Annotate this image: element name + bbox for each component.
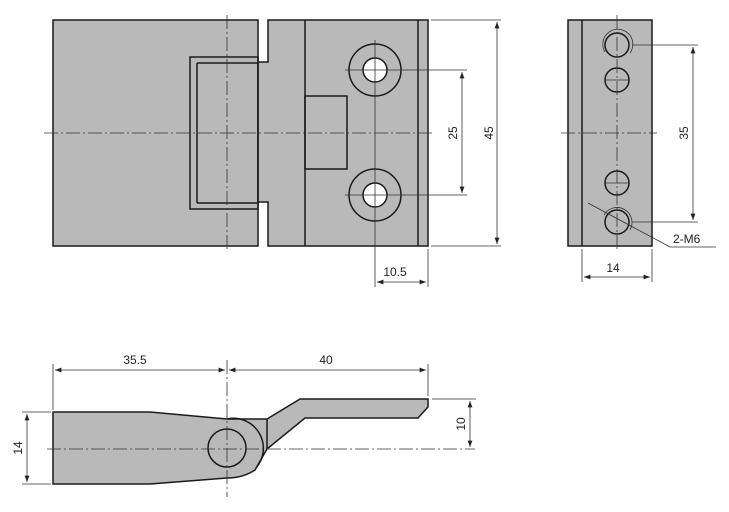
dim-hole-edge-label: 10.5	[383, 265, 407, 279]
thread-callout-label: 2-M6	[673, 232, 701, 246]
knuckle-block	[304, 95, 348, 170]
dim-hole-spacing-label: 25	[446, 126, 460, 140]
dim-offset-label: 10	[454, 417, 468, 431]
bottom-view: 35.5 40 10 14	[11, 353, 476, 497]
dim-right-length-label: 40	[319, 353, 333, 367]
dim-side-width-label: 14	[606, 261, 620, 275]
dim-side-hole-spacing-label: 35	[677, 126, 691, 140]
front-view: 25 45 10.5	[44, 15, 501, 287]
dim-left-length-label: 35.5	[123, 353, 147, 367]
dim-height-label: 45	[482, 126, 496, 140]
dim-thickness-label: 14	[11, 441, 25, 455]
thread-hole	[604, 209, 630, 235]
side-view: 35 2-M6 14	[561, 15, 716, 282]
